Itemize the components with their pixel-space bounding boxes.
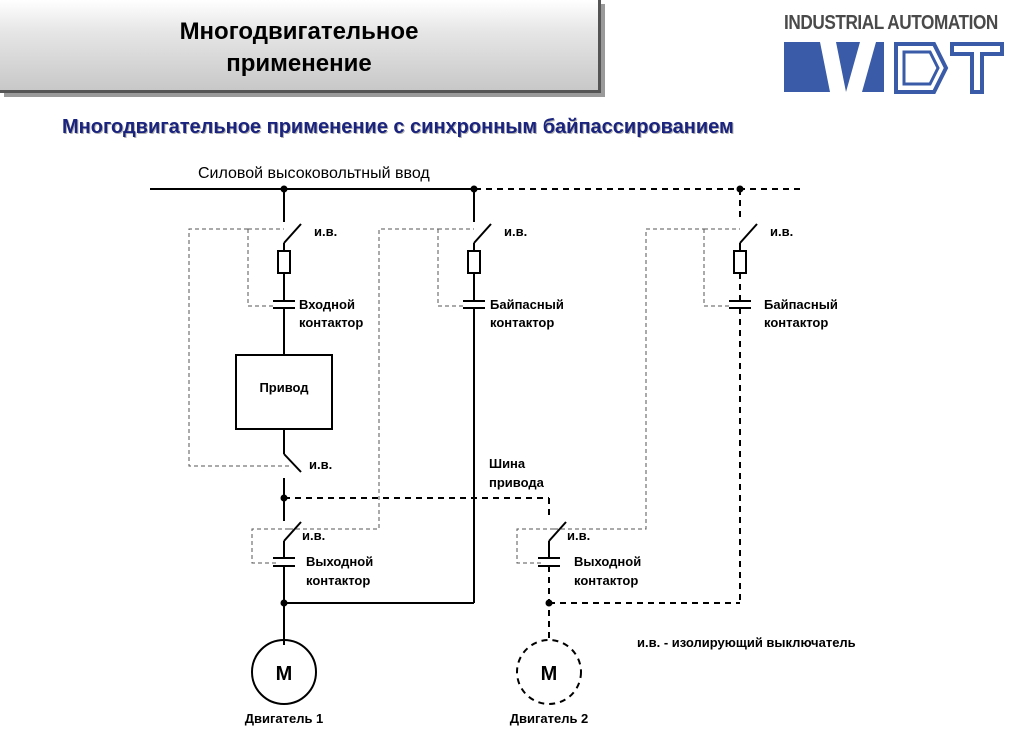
input-contactor-label-1: Входной <box>299 297 355 312</box>
title-banner: Многодвигательное применение <box>0 0 601 93</box>
iv-label-out-1: и.в. <box>302 528 325 543</box>
isolator-switch-1 <box>283 223 302 244</box>
isolator-switch-out-2 <box>548 521 567 542</box>
legend-text: и.в. - изолирующий выключатель <box>637 635 856 650</box>
drive-label: Привод <box>259 380 309 395</box>
isolator-switch-2 <box>473 223 492 244</box>
logo-tagline: INDUSTRIAL AUTOMATION <box>784 12 998 34</box>
logo-wordmark <box>784 42 1004 94</box>
diagram-subtitle: Многодвигательное применение с синхронны… <box>62 116 734 138</box>
iv-label-1: и.в. <box>314 224 337 239</box>
motor-1-circle <box>251 639 317 705</box>
input-contactor-label-2: контактор <box>299 315 363 330</box>
motor-2-circle <box>516 639 582 705</box>
isolator-switch-out-1 <box>283 521 302 542</box>
fuse-1 <box>277 250 291 274</box>
drive-bus-label-2: привода <box>489 475 545 490</box>
bypass-contactor-2-label-1: Байпасный <box>764 297 838 312</box>
isolator-switch-3 <box>739 223 758 244</box>
motor-2-symbol: M <box>541 663 558 685</box>
page-title: Многодвигательное применение <box>0 16 598 80</box>
fuse-3 <box>733 250 747 274</box>
iv-label-2: и.в. <box>504 224 527 239</box>
output-contactor-1-label-2: контактор <box>306 573 370 588</box>
isolator-switch-drive-out <box>283 453 302 473</box>
motor-1-label: Двигатель 1 <box>245 711 324 726</box>
motor-2-label: Двигатель 2 <box>510 711 589 726</box>
output-contactor-2-label-1: Выходной <box>574 554 641 569</box>
iv-label-out-2: и.в. <box>567 528 590 543</box>
iv-label-drive-out: и.в. <box>309 457 332 472</box>
fuse-2 <box>467 250 481 274</box>
output-contactor-1-label-1: Выходной <box>306 554 373 569</box>
drive-bus-label-1: Шина <box>489 456 526 471</box>
bypass-contactor-1-label-2: контактор <box>490 315 554 330</box>
iv-label-3: и.в. <box>770 224 793 239</box>
bypass-contactor-1-label-1: Байпасный <box>490 297 564 312</box>
motor-1-symbol: M <box>276 663 293 685</box>
output-contactor-2-label-2: контактор <box>574 573 638 588</box>
page-title-line1: Многодвигательное <box>179 18 419 45</box>
page-title-line2: применение <box>226 50 372 77</box>
supply-label: Силовой высоковольтный ввод <box>198 165 430 182</box>
vdt-logo: INDUSTRIAL AUTOMATION <box>784 12 1006 98</box>
bypass-contactor-2-label-2: контактор <box>764 315 828 330</box>
